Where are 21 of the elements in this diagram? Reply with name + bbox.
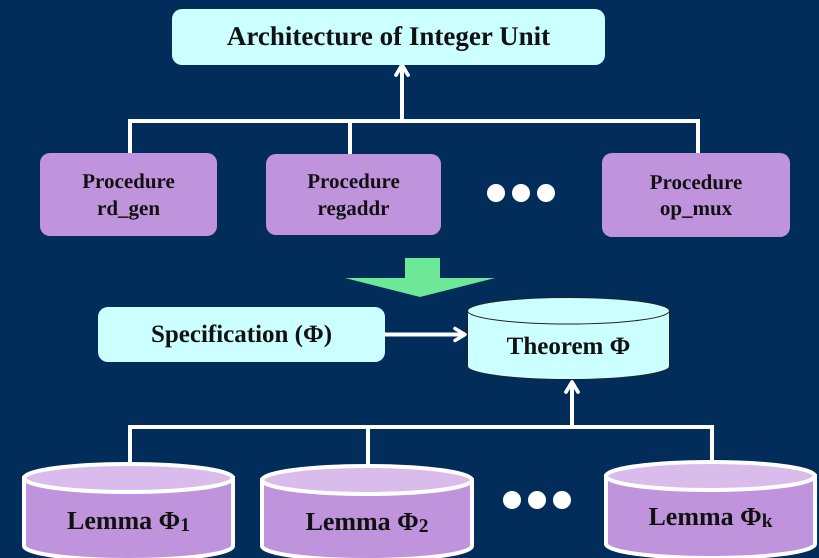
database-cylinder xyxy=(22,462,235,558)
process-box xyxy=(98,307,385,362)
node-label: Lemma Φ$_{k}$ xyxy=(648,501,773,534)
process-box xyxy=(602,153,790,237)
node-label: Procedure rd_gen xyxy=(81,168,176,221)
node-label: Lemma Φ$_{1}$ xyxy=(66,505,190,538)
arrow xyxy=(394,63,700,153)
node-label: Theorem Φ xyxy=(506,332,630,362)
node-label: Lemma Φ$_{2}$ xyxy=(305,506,428,540)
database-cylinder xyxy=(260,464,474,558)
node-label: Procedure op_mux xyxy=(648,168,744,222)
database-cylinder xyxy=(467,297,670,380)
process-box xyxy=(40,153,217,236)
node-label: Procedure regaddr xyxy=(306,168,401,221)
node-label: Specification (Φ) xyxy=(150,320,332,350)
process-box xyxy=(172,9,605,65)
process-box xyxy=(266,154,441,235)
arrow xyxy=(564,380,714,463)
database-cylinder xyxy=(604,460,817,558)
node-label: Architecture of Integer Unit xyxy=(226,20,550,54)
arrow xyxy=(385,326,467,342)
